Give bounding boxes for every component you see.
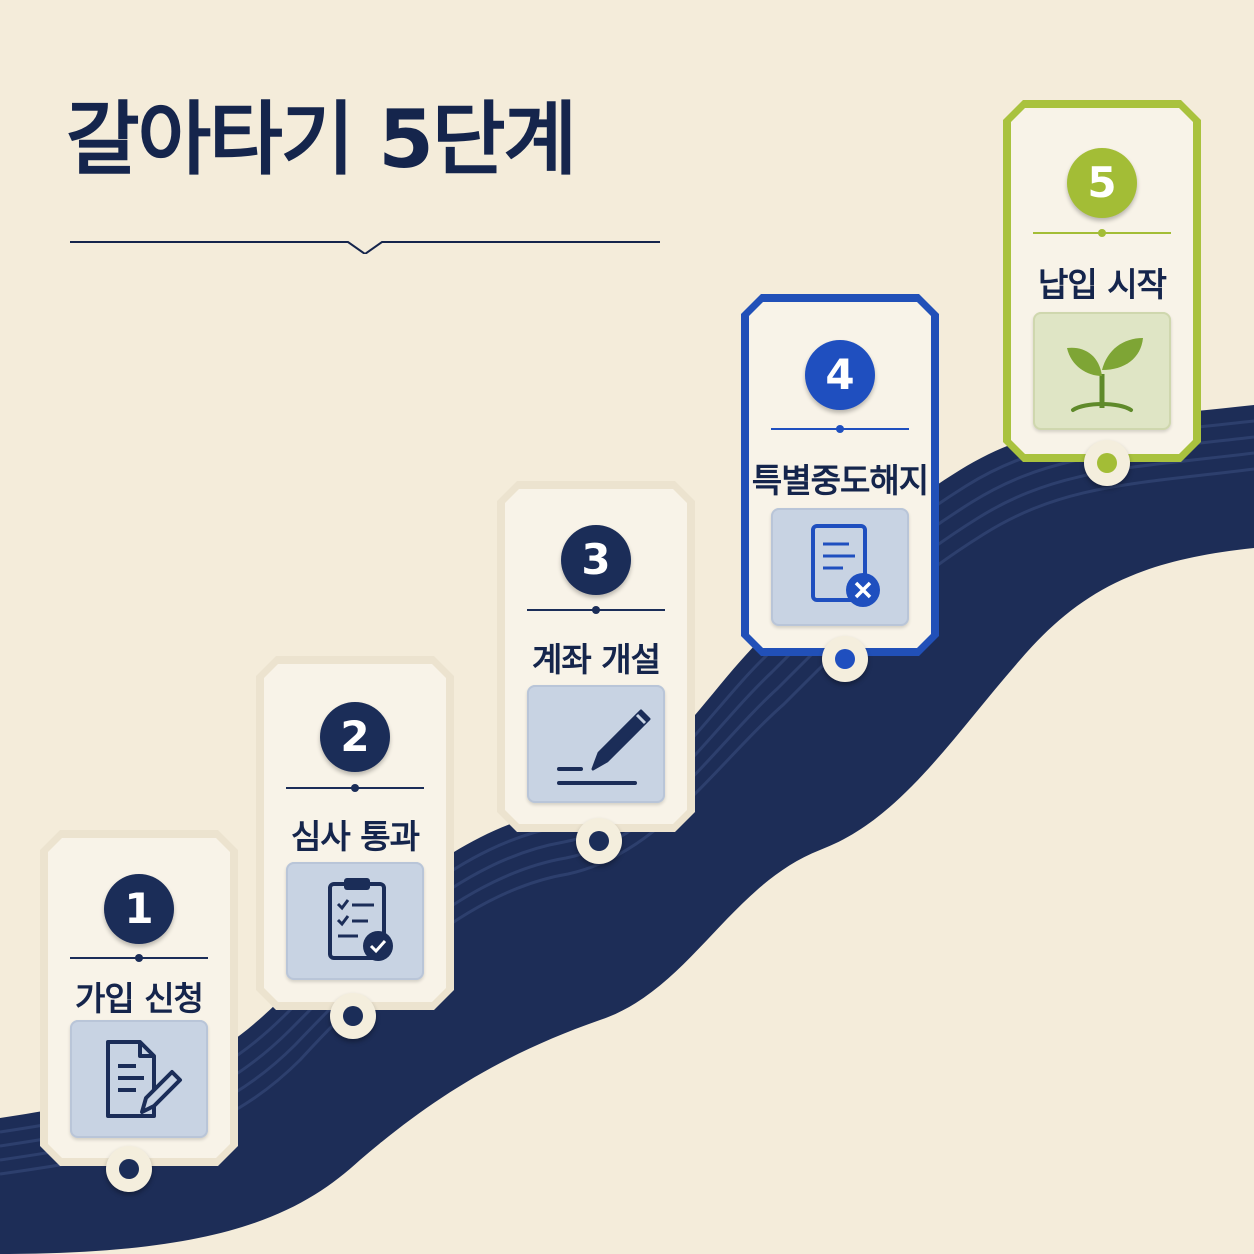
clipboard-check-icon [286,862,424,980]
step-number-4: 4 [805,340,875,410]
step-divider [286,783,424,793]
step-number-3: 3 [561,525,631,595]
step-icon-box-4 [771,508,909,626]
step-icon-box-5 [1033,312,1171,430]
pen-signature-icon [527,685,665,803]
page-title: 갈아타기 5단계 [66,93,577,186]
title-underline [70,241,660,254]
step-icon-box-2 [286,862,424,980]
sprout-icon [1033,312,1171,430]
step-label-2: 심사 통과 [291,817,419,856]
step-label-4: 특별중도해지 [751,461,929,500]
step-connector-dot-3 [576,818,622,864]
step-card-2: 2 심사 통과 [256,656,454,1010]
document-cancel-icon [771,508,909,626]
step-card-3: 3 계좌 개설 [497,481,695,832]
step-card-1: 1 가입 신청 [40,830,238,1166]
step-connector-dot-5 [1084,440,1130,486]
step-number-5: 5 [1067,148,1137,218]
step-label-5: 납입 시작 [1038,265,1166,304]
step-connector-dot-2 [330,993,376,1039]
step-connector-dot-4 [822,636,868,682]
step-divider [70,953,208,963]
step-icon-box-3 [527,685,665,803]
step-label-3: 계좌 개설 [532,640,660,679]
step-label-1: 가입 신청 [75,979,203,1018]
document-edit-icon [70,1020,208,1138]
step-number-1: 1 [104,874,174,944]
step-divider [527,605,665,615]
step-connector-dot-1 [106,1146,152,1192]
step-divider [1033,228,1171,238]
step-card-5: 5 납입 시작 [1003,100,1201,462]
step-card-4: 4 특별중도해지 [741,294,939,656]
step-divider [771,424,909,434]
step-icon-box-1 [70,1020,208,1138]
step-number-2: 2 [320,702,390,772]
